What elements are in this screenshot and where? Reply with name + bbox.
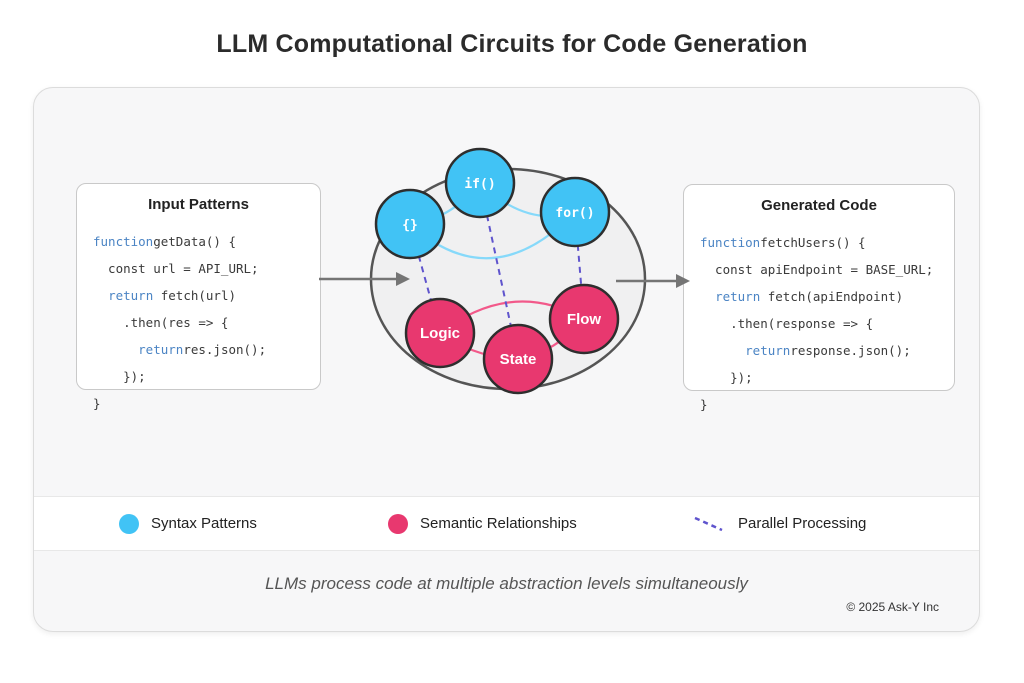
legend-label: Parallel Processing	[738, 515, 867, 532]
code-line: .then(res => {	[93, 315, 229, 330]
parallel-link-braces-logic	[409, 223, 441, 334]
generated-code-panel: Generated Code functionfetchUsers() { co…	[683, 184, 955, 412]
legend-item-syntax-patterns: Syntax Patterns	[119, 497, 257, 550]
diagram-card: Input Patterns functiongetData() { const…	[33, 87, 980, 632]
node-logic	[404, 297, 476, 369]
syntax-patterns-dot-icon	[119, 513, 139, 534]
output-code: functionfetchUsers() { const apiEndpoint…	[684, 229, 954, 418]
circuit-diagram: {} if() for() Logic State Flow	[319, 147, 690, 395]
node-flow-label: Flow	[567, 311, 601, 328]
node-if	[444, 147, 516, 219]
node-logic-label: Logic	[420, 325, 460, 342]
input-panel-title: Input Patterns	[148, 196, 249, 213]
legend-item-parallel-processing: Parallel Processing	[692, 497, 866, 550]
code-line: returnres.json();	[138, 342, 267, 357]
node-for-label: for()	[555, 206, 594, 221]
semantic-relationships-dot-icon	[388, 513, 408, 534]
legend-item-semantic-relationships: Semantic Relationships	[388, 497, 577, 550]
node-if-label: if()	[464, 177, 495, 192]
code-line: });	[93, 369, 146, 384]
node-state-label: State	[500, 351, 537, 368]
parallel-processing-dashed-line-icon	[694, 516, 723, 531]
input-code: functiongetData() { const url = API_URL;…	[77, 228, 320, 417]
caption: LLMs process code at multiple abstractio…	[265, 574, 748, 593]
code-line: .then(response => {	[700, 316, 874, 331]
code-line: });	[700, 370, 753, 385]
code-line: returnresponse.json();	[745, 343, 911, 358]
node-flow	[548, 283, 620, 355]
legend-label: Syntax Patterns	[151, 515, 257, 532]
parallel-link-if-state	[479, 182, 519, 360]
page-title: LLM Computational Circuits for Code Gene…	[216, 30, 808, 58]
code-line: }	[93, 396, 101, 411]
node-braces-label: {}	[402, 218, 418, 233]
code-line: const apiEndpoint = BASE_URL;	[700, 262, 934, 277]
code-line: const url = API_URL;	[93, 261, 259, 276]
code-line: functiongetData() {	[93, 234, 237, 249]
input-patterns-panel: Input Patterns functiongetData() { const…	[76, 183, 321, 411]
legend-label: Semantic Relationships	[420, 515, 577, 532]
input-arrow-head-icon	[396, 272, 410, 286]
node-for	[539, 176, 611, 248]
code-line: functionfetchUsers() {	[700, 235, 866, 250]
output-panel-title: Generated Code	[761, 197, 877, 214]
legend: Syntax Patterns Semantic Relationships P…	[34, 496, 979, 551]
code-line: }	[700, 397, 708, 412]
copyright: © 2025 Ask-Y Inc	[846, 600, 939, 614]
code-line: return fetch(url)	[108, 288, 237, 303]
node-braces	[374, 188, 446, 260]
output-arrow-head-icon	[676, 274, 690, 288]
code-line: return fetch(apiEndpoint)	[715, 289, 904, 304]
node-state	[482, 323, 554, 395]
